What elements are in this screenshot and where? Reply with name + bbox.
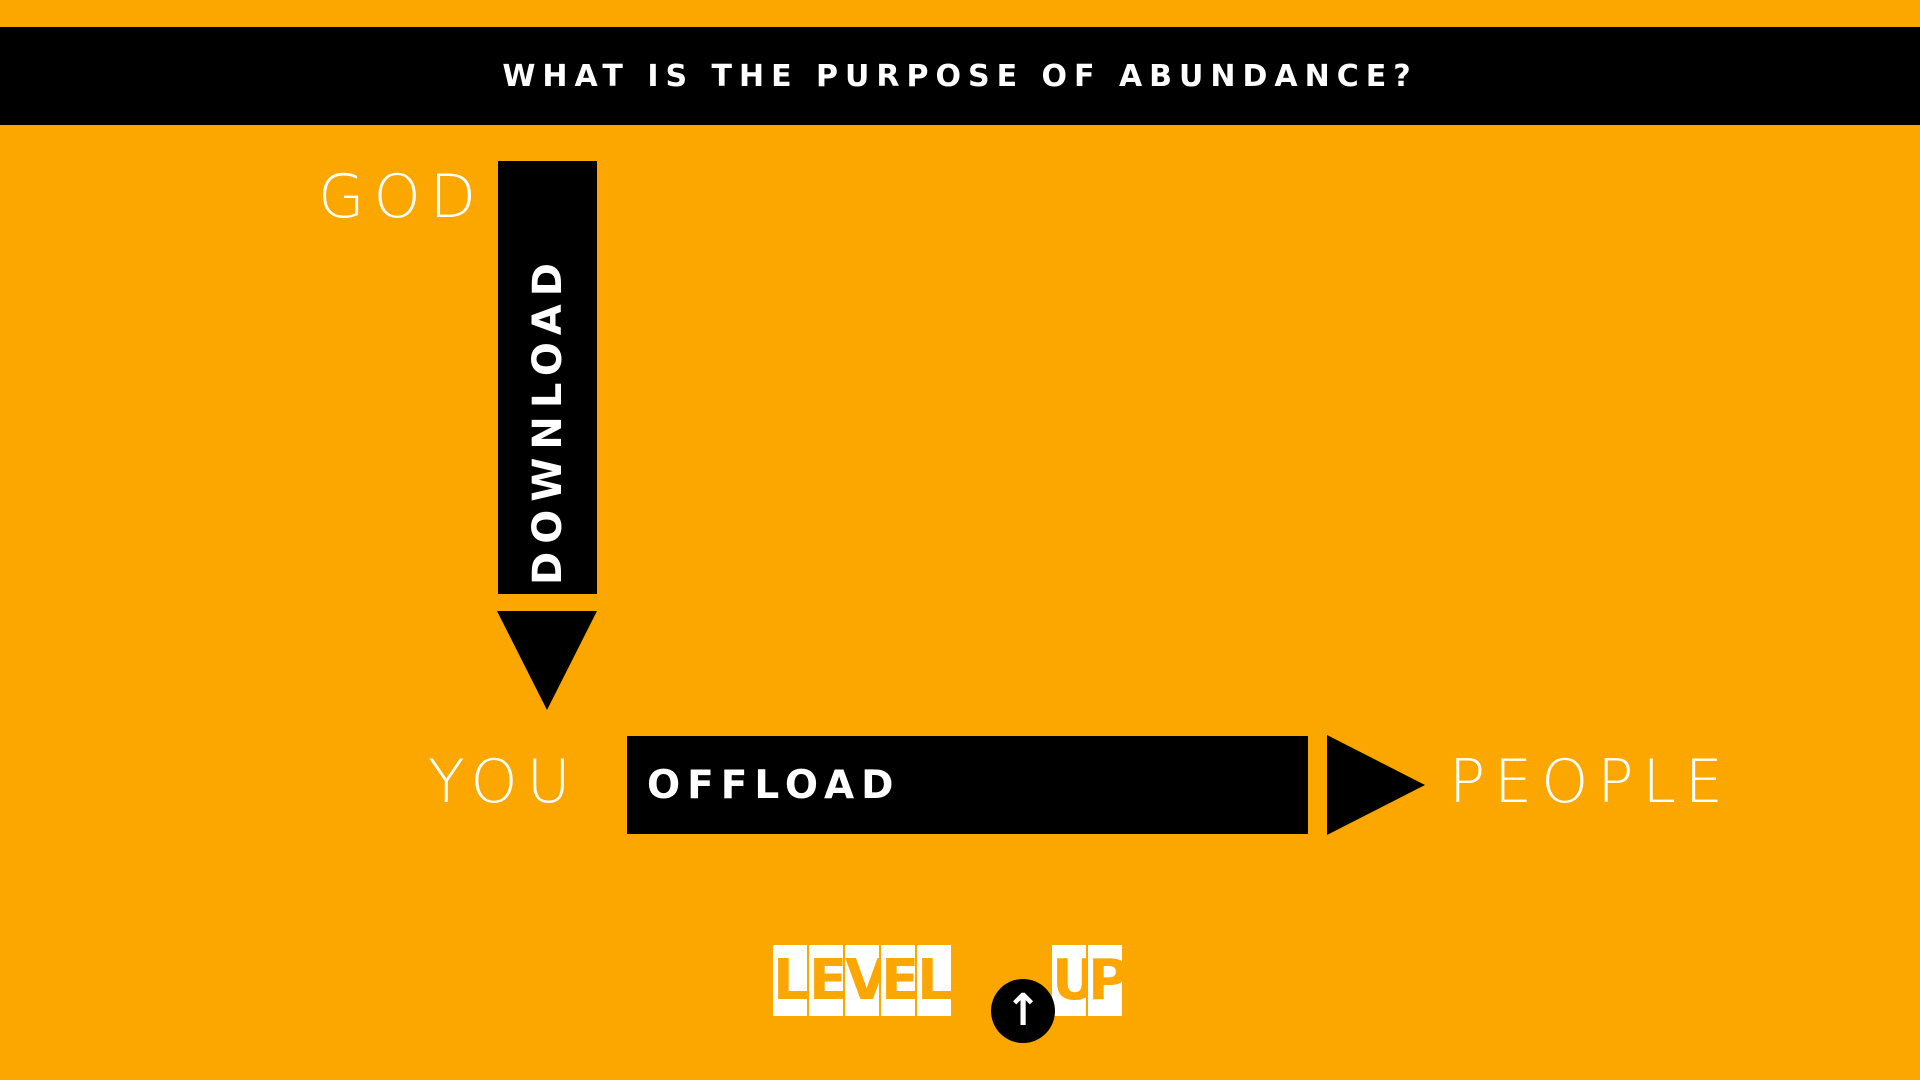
logo-letter: L xyxy=(917,945,951,1016)
slide-title: WHAT IS THE PURPOSE OF ABUNDANCE? xyxy=(502,58,1418,94)
logo-letter: E xyxy=(809,945,843,1016)
logo-letter: U xyxy=(1052,945,1086,1016)
logo-letter: E xyxy=(881,945,915,1016)
logo-letter: V xyxy=(845,945,879,1016)
logo-letter: L xyxy=(773,945,807,1016)
node-people-label: PEOPLE xyxy=(1449,747,1732,817)
arrow-up-icon: ↑ xyxy=(991,979,1055,1043)
offload-arrowhead-icon xyxy=(1327,735,1425,835)
download-label: DOWNLOAD xyxy=(524,254,571,585)
node-god-label: GOD xyxy=(318,162,485,232)
node-you-label: YOU xyxy=(428,747,580,817)
level-up-logo: L E V E L U P ↑ xyxy=(773,945,1140,1045)
download-arrowhead-icon xyxy=(497,611,597,710)
offload-label: OFFLOAD xyxy=(647,762,901,808)
logo-letter: P xyxy=(1088,945,1122,1016)
title-bar: WHAT IS THE PURPOSE OF ABUNDANCE? xyxy=(0,27,1920,125)
offload-arrow-bar: OFFLOAD xyxy=(627,736,1308,834)
download-arrow-bar: DOWNLOAD xyxy=(498,161,597,594)
